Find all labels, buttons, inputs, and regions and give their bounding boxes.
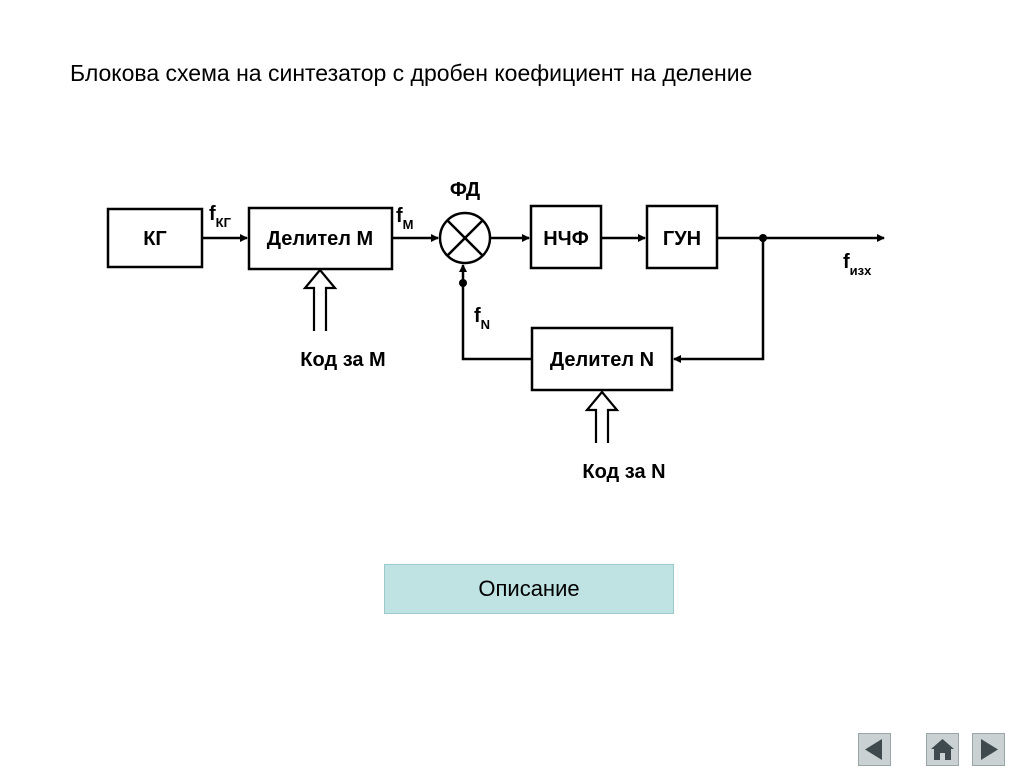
code-m-label: Код за М <box>300 349 385 371</box>
slide-title: Блокова схема на синтезатор с дробен кое… <box>70 60 753 86</box>
junction-dot-pd-input <box>459 279 467 287</box>
code-n-arrow <box>584 390 620 443</box>
triangle-left-icon <box>865 739 882 760</box>
code-n-label: Код за N <box>582 461 665 483</box>
code-m-arrow <box>302 268 338 331</box>
kg-block-label: КГ <box>143 228 167 250</box>
wire-feedback-to-divider-n <box>673 238 765 363</box>
divider-n-block <box>530 326 674 392</box>
description-button[interactable]: Описание <box>384 564 674 614</box>
home-icon <box>931 739 954 760</box>
wire-divider-n-to-pd <box>459 264 532 361</box>
signal-f-m: fМ <box>396 205 414 232</box>
vco-label: ГУН <box>663 228 701 250</box>
signal-f-kg: fКГ <box>209 203 232 230</box>
signal-f-out: fизх <box>843 251 872 278</box>
signal-f-n: fN <box>474 305 490 332</box>
lpf-label: НЧФ <box>543 228 589 250</box>
divider-m-label: Делител М <box>267 228 373 250</box>
divider-m-block <box>247 206 394 271</box>
divider-n-label: Делител N <box>550 349 654 371</box>
next-slide-button[interactable] <box>972 733 1005 766</box>
previous-slide-button[interactable] <box>858 733 891 766</box>
phase-detector-cross-2 <box>446 219 484 257</box>
home-button[interactable] <box>926 733 959 766</box>
phase-detector-label: ФД <box>450 179 480 201</box>
kg-block <box>106 207 204 269</box>
triangle-right-icon <box>981 739 998 760</box>
